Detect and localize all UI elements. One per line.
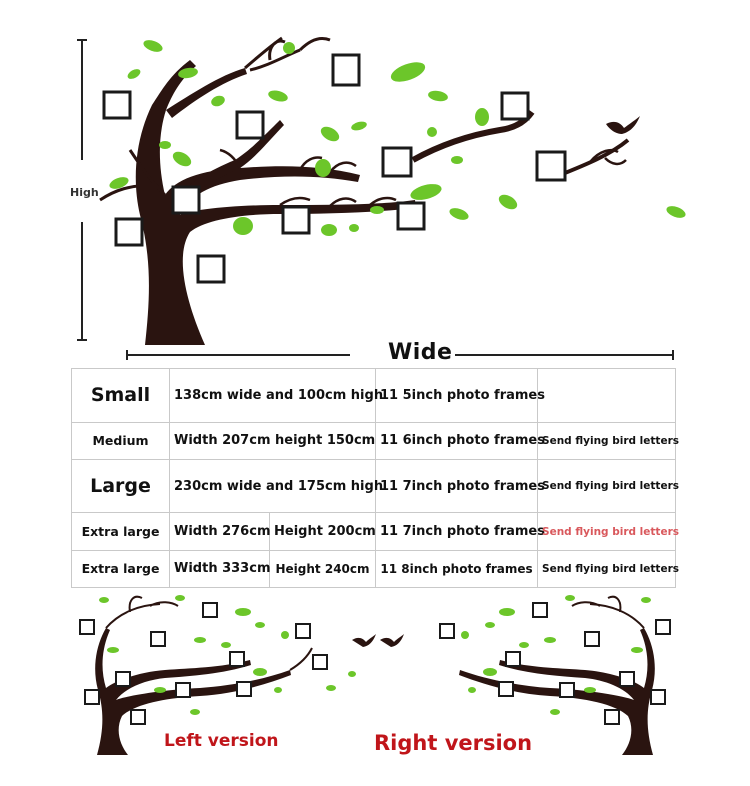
size-width: Width 276cm (169, 512, 270, 551)
size-name: Extra large (71, 549, 170, 589)
right-version-tree-icon (439, 595, 671, 755)
photo-frame-icon (102, 53, 567, 284)
size-dimensions: Width 207cm height 150cm (168, 421, 377, 460)
size-gift: Send flying bird letters (537, 549, 679, 589)
left-version-frames (79, 602, 328, 725)
table-row: Extra large Width 333cm Height 240cm 11 … (71, 549, 679, 589)
left-version-leaves (99, 595, 356, 715)
size-dimensions: 230cm wide and 175cm high (168, 458, 383, 514)
right-version-label: Right version (374, 731, 533, 755)
size-width: Width 333cm (169, 549, 270, 589)
size-frames: 11 7inch photo frames (375, 458, 545, 514)
size-name: Large (71, 458, 170, 514)
bird-pair-icon (352, 634, 404, 647)
size-gift: Send flying bird letters (537, 512, 679, 551)
size-height: Height 200cm (268, 512, 377, 551)
leaf-icon (109, 40, 686, 236)
size-spec-table: Small 138cm wide and 100cm high 11 5inch… (71, 368, 679, 589)
dimension-lines (77, 39, 674, 360)
high-dimension-label: High (70, 186, 99, 199)
table-row: Small 138cm wide and 100cm high 11 5inch… (71, 368, 677, 423)
size-gift (537, 368, 677, 423)
bird-icon (606, 116, 640, 134)
size-name: Medium (71, 421, 170, 460)
left-version-label: Left version (164, 731, 279, 751)
size-frames: 11 8inch photo frames (375, 549, 539, 589)
main-tree-icon (99, 36, 630, 345)
left-version-tree-icon (95, 595, 313, 755)
table-row: Extra large Width 276cm Height 200cm 11 … (71, 512, 679, 551)
size-name: Extra large (71, 512, 170, 551)
table-row: Large 230cm wide and 175cm high 11 7inch… (71, 458, 679, 514)
size-frames: 11 6inch photo frames (375, 421, 545, 460)
size-height: Height 240cm (268, 549, 377, 589)
size-frames: 11 7inch photo frames (375, 512, 545, 551)
size-gift: Send flying bird letters (537, 421, 679, 460)
size-gift: Send flying bird letters (537, 458, 679, 514)
wide-dimension-label: Wide (388, 340, 453, 365)
size-name: Small (71, 368, 170, 423)
table-row: Medium Width 207cm height 150cm 11 6inch… (71, 421, 679, 460)
size-frames: 11 5inch photo frames (375, 368, 545, 423)
size-dimensions: 138cm wide and 100cm high (168, 368, 383, 423)
